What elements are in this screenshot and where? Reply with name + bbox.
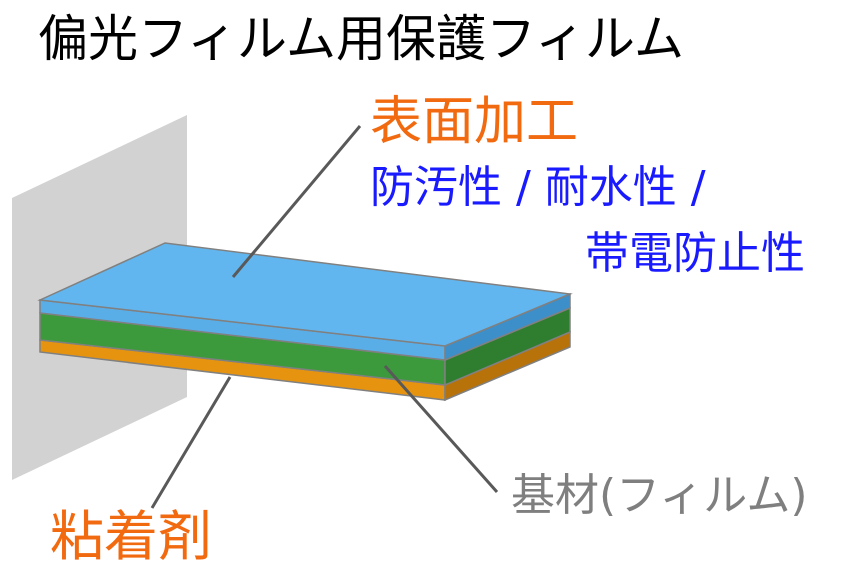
properties-label-line2: 帯電防止性 <box>585 228 805 279</box>
adhesive-label: 粘着剤 <box>50 505 212 568</box>
leader-line-base-film <box>383 365 499 493</box>
properties-label-line1: 防汚性 / 耐水性 / <box>370 162 706 213</box>
leader-line-surface <box>231 125 362 278</box>
page-title: 偏光フィルム用保護フィルム <box>38 10 684 68</box>
leader-line-adhesive <box>150 376 232 509</box>
surface-layer-top <box>37 242 573 347</box>
base-film-label: 基材(フィルム) <box>511 470 808 521</box>
surface-treatment-label: 表面加工 <box>370 92 579 152</box>
